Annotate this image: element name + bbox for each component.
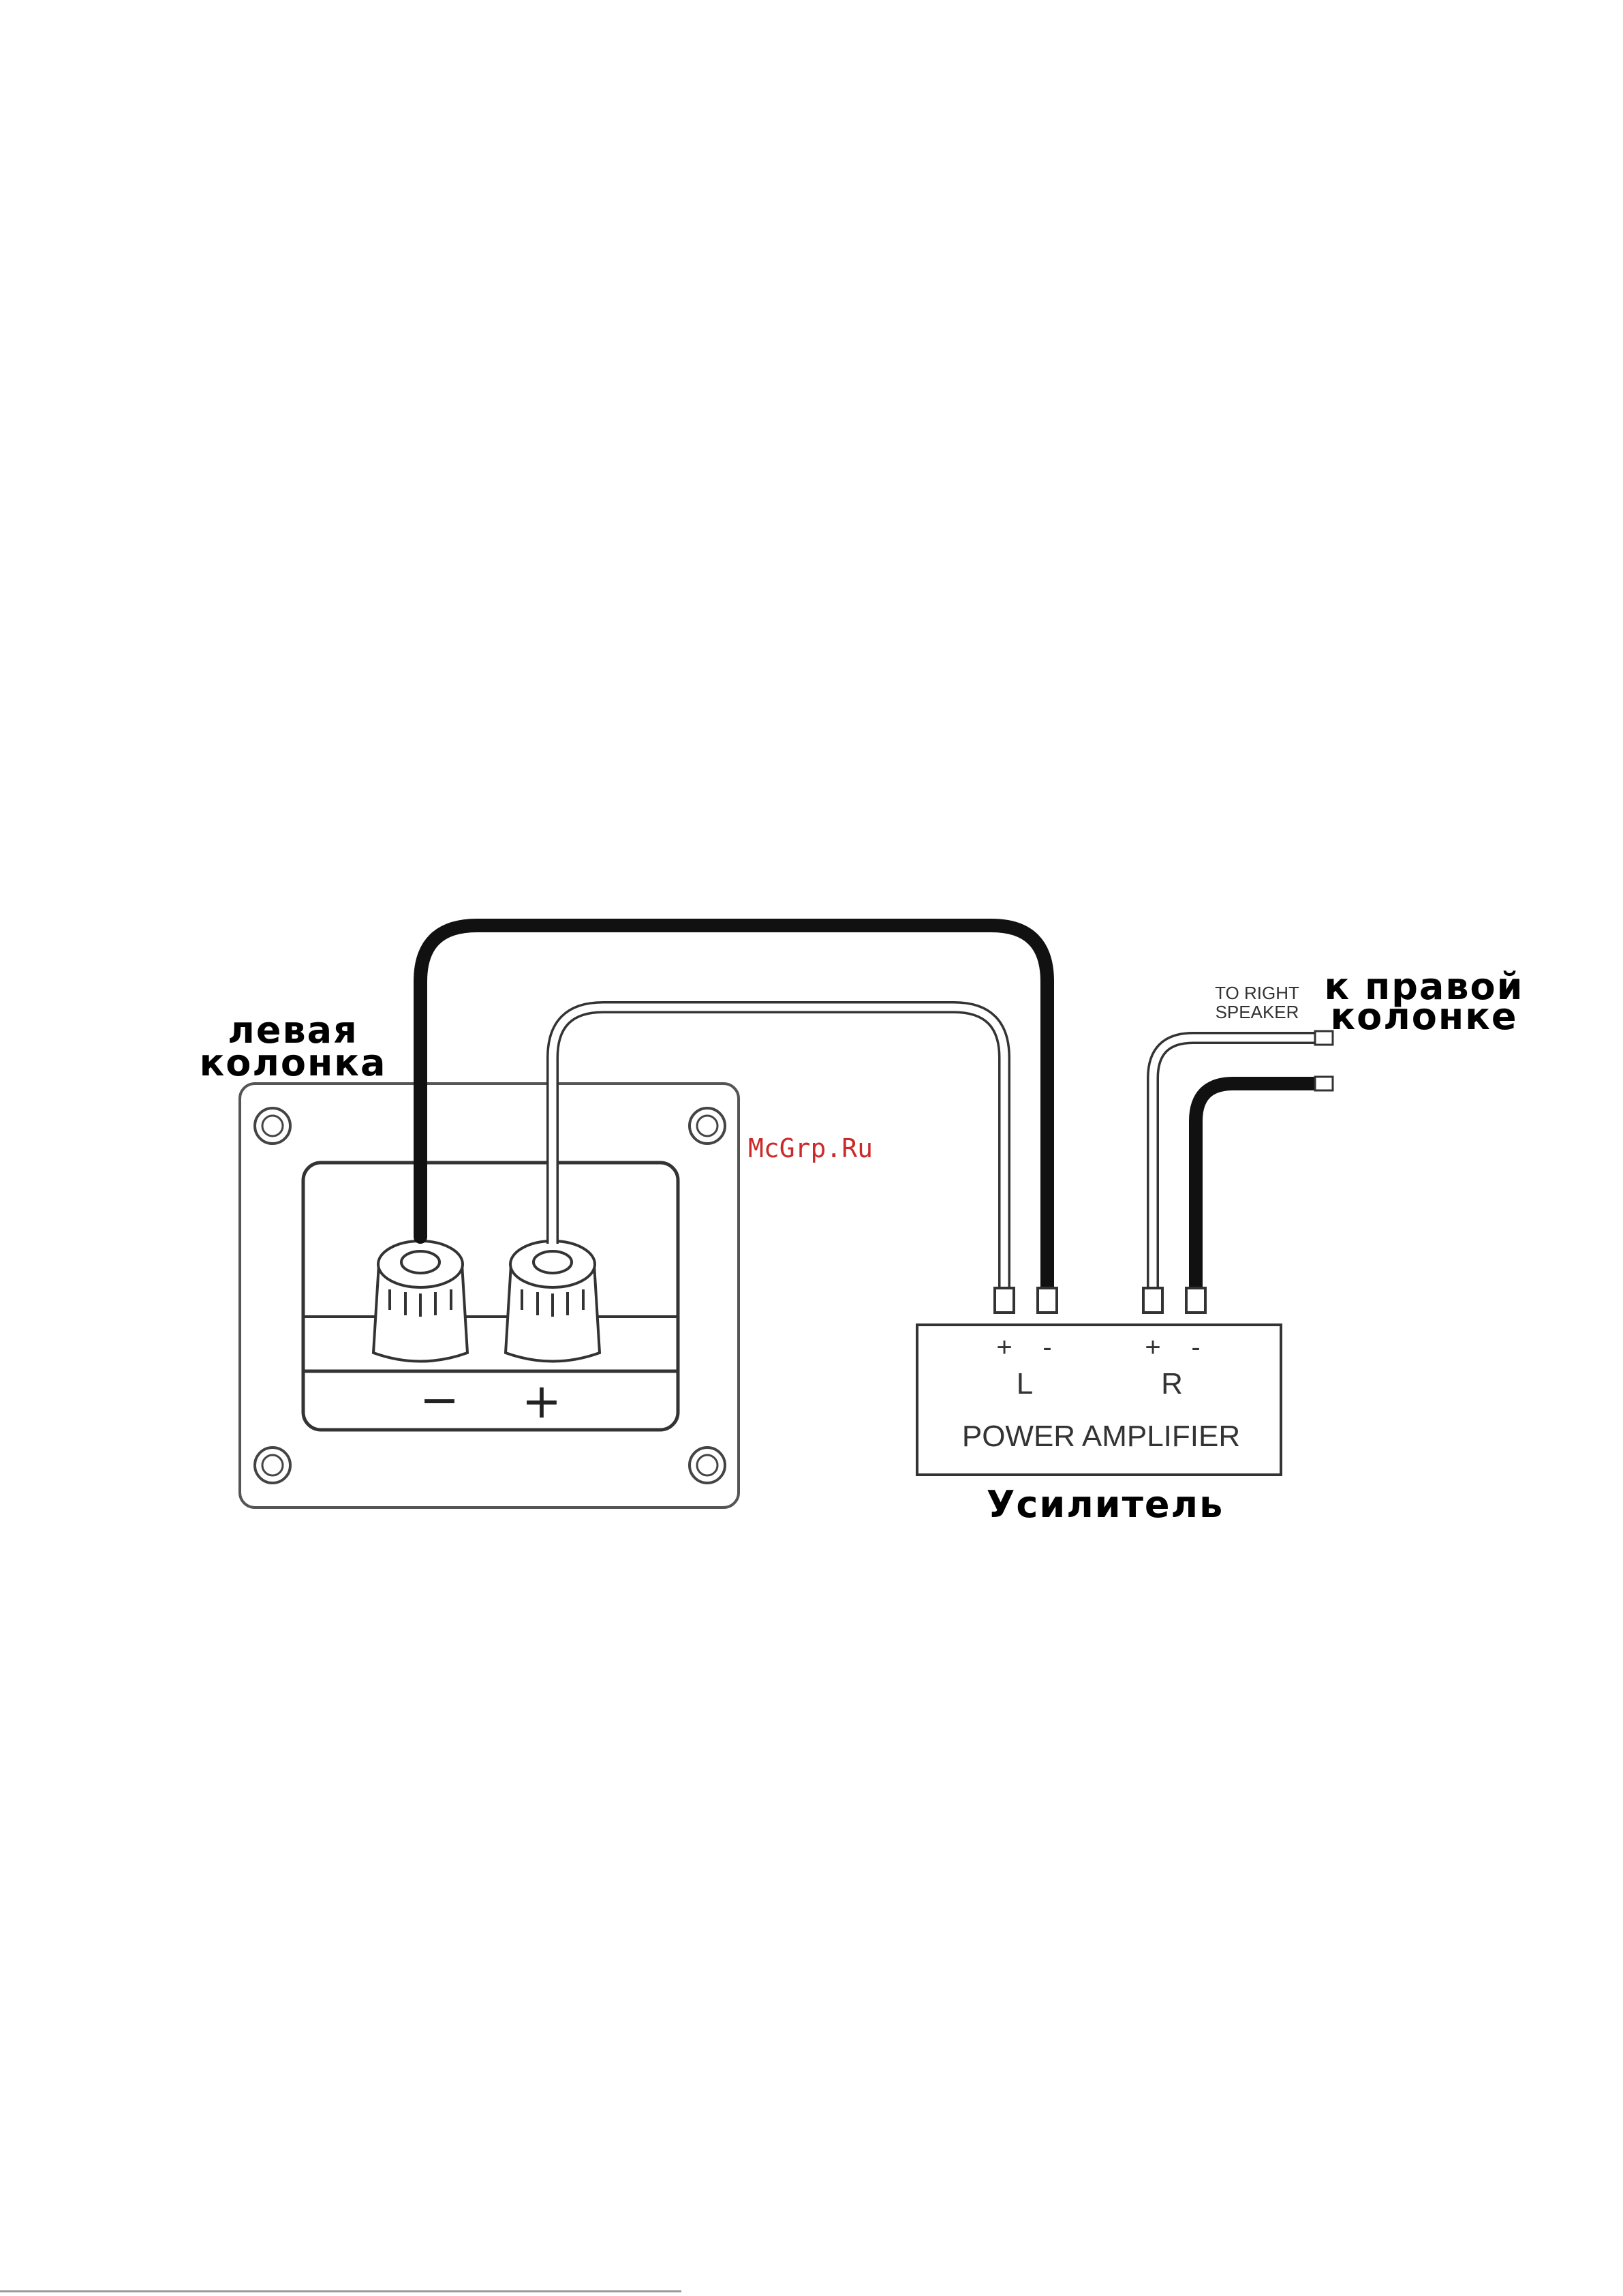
screw-icon	[690, 1108, 725, 1144]
amp-title: POWER AMPLIFIER	[962, 1420, 1240, 1453]
terminal-plus-label: +	[522, 1373, 562, 1429]
wire-end-tip	[1315, 1077, 1333, 1090]
amp-r-plus-label: +	[1145, 1332, 1160, 1362]
amp-left-channel-label: L	[1017, 1367, 1033, 1400]
white-wire-right-outline	[1153, 1038, 1327, 1289]
right-speaker-ru-line2: колонке	[1331, 995, 1518, 1038]
white-wire-right	[1153, 1038, 1327, 1289]
amp-l-minus-label: -	[1042, 1332, 1051, 1362]
screw-icon	[690, 1448, 725, 1483]
amp-right-channel-label: R	[1161, 1367, 1183, 1400]
right-speaker-en-line2: SPEAKER	[1216, 1002, 1299, 1022]
amplifier-ru-label: Усилитель	[987, 1483, 1224, 1526]
binding-post-positive	[506, 1241, 600, 1362]
screw-icon	[255, 1448, 290, 1483]
binding-post-negative	[373, 1241, 467, 1362]
right-speaker-en-line1: TO RIGHT	[1215, 983, 1299, 1003]
black-wire-right	[1196, 1084, 1322, 1289]
terminal-minus-label: −	[420, 1372, 460, 1428]
left-speaker-label-line2: колонка	[200, 1041, 387, 1084]
screw-icon	[255, 1108, 290, 1144]
amp-r-minus-label: -	[1191, 1332, 1200, 1362]
amp-l-plus-label: +	[996, 1332, 1012, 1362]
amp-connectors	[995, 1288, 1205, 1313]
left-speaker-terminal-plate	[240, 1084, 739, 1507]
watermark-text: McGrp.Ru	[748, 1133, 873, 1163]
